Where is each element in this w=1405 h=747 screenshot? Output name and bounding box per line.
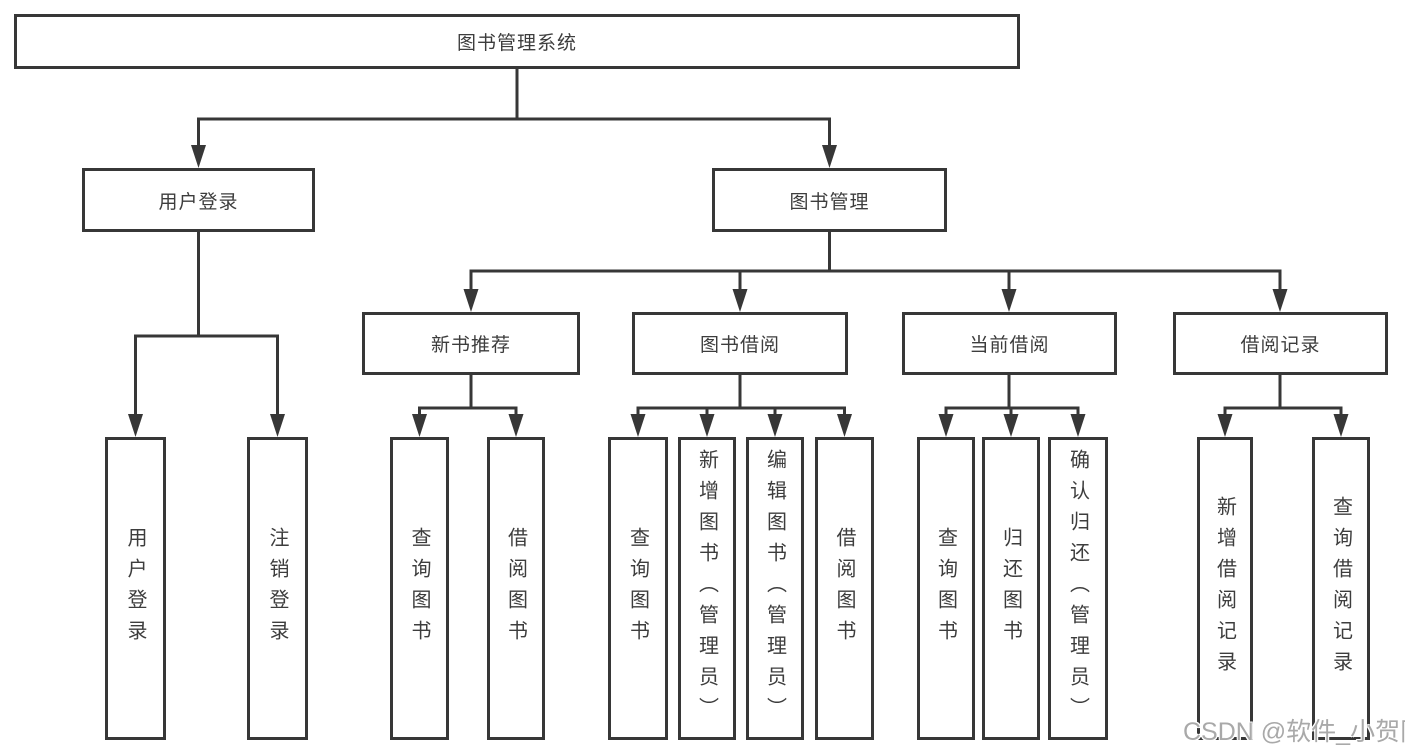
leaf-add-borrow-record: 新增借阅记录 <box>1197 437 1253 740</box>
node-new-book-recommendation: 新书推荐 <box>362 312 580 375</box>
leaf-logout: 注销登录 <box>247 437 308 740</box>
leaf-user-login: 用户登录 <box>105 437 166 740</box>
arrowhead-icon <box>191 145 206 168</box>
leaf-rec-query-books: 查询图书 <box>390 437 449 740</box>
leaf-confirm-return-admin: 确认归还（管理员） <box>1048 437 1108 740</box>
node-book-borrowing: 图书借阅 <box>632 312 848 375</box>
node-borrowing-records: 借阅记录 <box>1173 312 1388 375</box>
arrowhead-icon <box>630 414 646 437</box>
leaf-borrow-query-books: 查询图书 <box>608 437 668 740</box>
connector-borrowrecords-to-leaves <box>1223 375 1343 419</box>
arrowhead-icon <box>1001 289 1017 312</box>
arrowhead-icon <box>822 145 837 168</box>
arrowhead-icon <box>508 414 524 437</box>
arrowhead-icon <box>767 414 783 437</box>
leaf-borrow-borrow-books: 借阅图书 <box>815 437 874 740</box>
leaf-edit-books-admin: 编辑图书（管理员） <box>746 437 804 740</box>
leaf-query-borrow-record: 查询借阅记录 <box>1312 437 1370 740</box>
arrowhead-icon <box>732 289 748 312</box>
connector-bookmgmt-to-level3 <box>469 232 1282 294</box>
arrowhead-icon <box>699 414 715 437</box>
connector-bookborrow-to-leaves <box>636 375 846 419</box>
node-library-management-system: 图书管理系统 <box>14 14 1020 69</box>
arrowhead-icon <box>1272 289 1288 312</box>
node-user-login: 用户登录 <box>82 168 315 232</box>
connector-newbook-to-leaves <box>418 375 518 419</box>
arrowhead-icon <box>1333 414 1349 437</box>
arrowhead-icon <box>1003 414 1019 437</box>
connector-currentborrow-to-leaves <box>944 375 1080 419</box>
connector-userlogin-to-leaves <box>134 232 279 419</box>
leaf-return-books: 归还图书 <box>982 437 1040 740</box>
leaf-rec-borrow-books: 借阅图书 <box>487 437 545 740</box>
arrowhead-icon <box>938 414 954 437</box>
arrowhead-icon <box>1217 414 1233 437</box>
leaf-add-books-admin: 新增图书（管理员） <box>678 437 736 740</box>
arrowhead-icon <box>463 289 479 312</box>
arrowhead-icon <box>412 414 427 437</box>
arrowhead-icon <box>270 414 285 437</box>
leaf-current-query-books: 查询图书 <box>917 437 975 740</box>
arrowhead-icon <box>1070 414 1086 437</box>
connector-root-to-level2 <box>197 69 831 150</box>
node-book-management: 图书管理 <box>712 168 947 232</box>
node-current-borrowing: 当前借阅 <box>902 312 1117 375</box>
csdn-watermark: CSDN @软件_小贺同学 <box>1183 718 1405 746</box>
arrowhead-icon <box>128 414 143 437</box>
arrowhead-icon <box>837 414 852 437</box>
